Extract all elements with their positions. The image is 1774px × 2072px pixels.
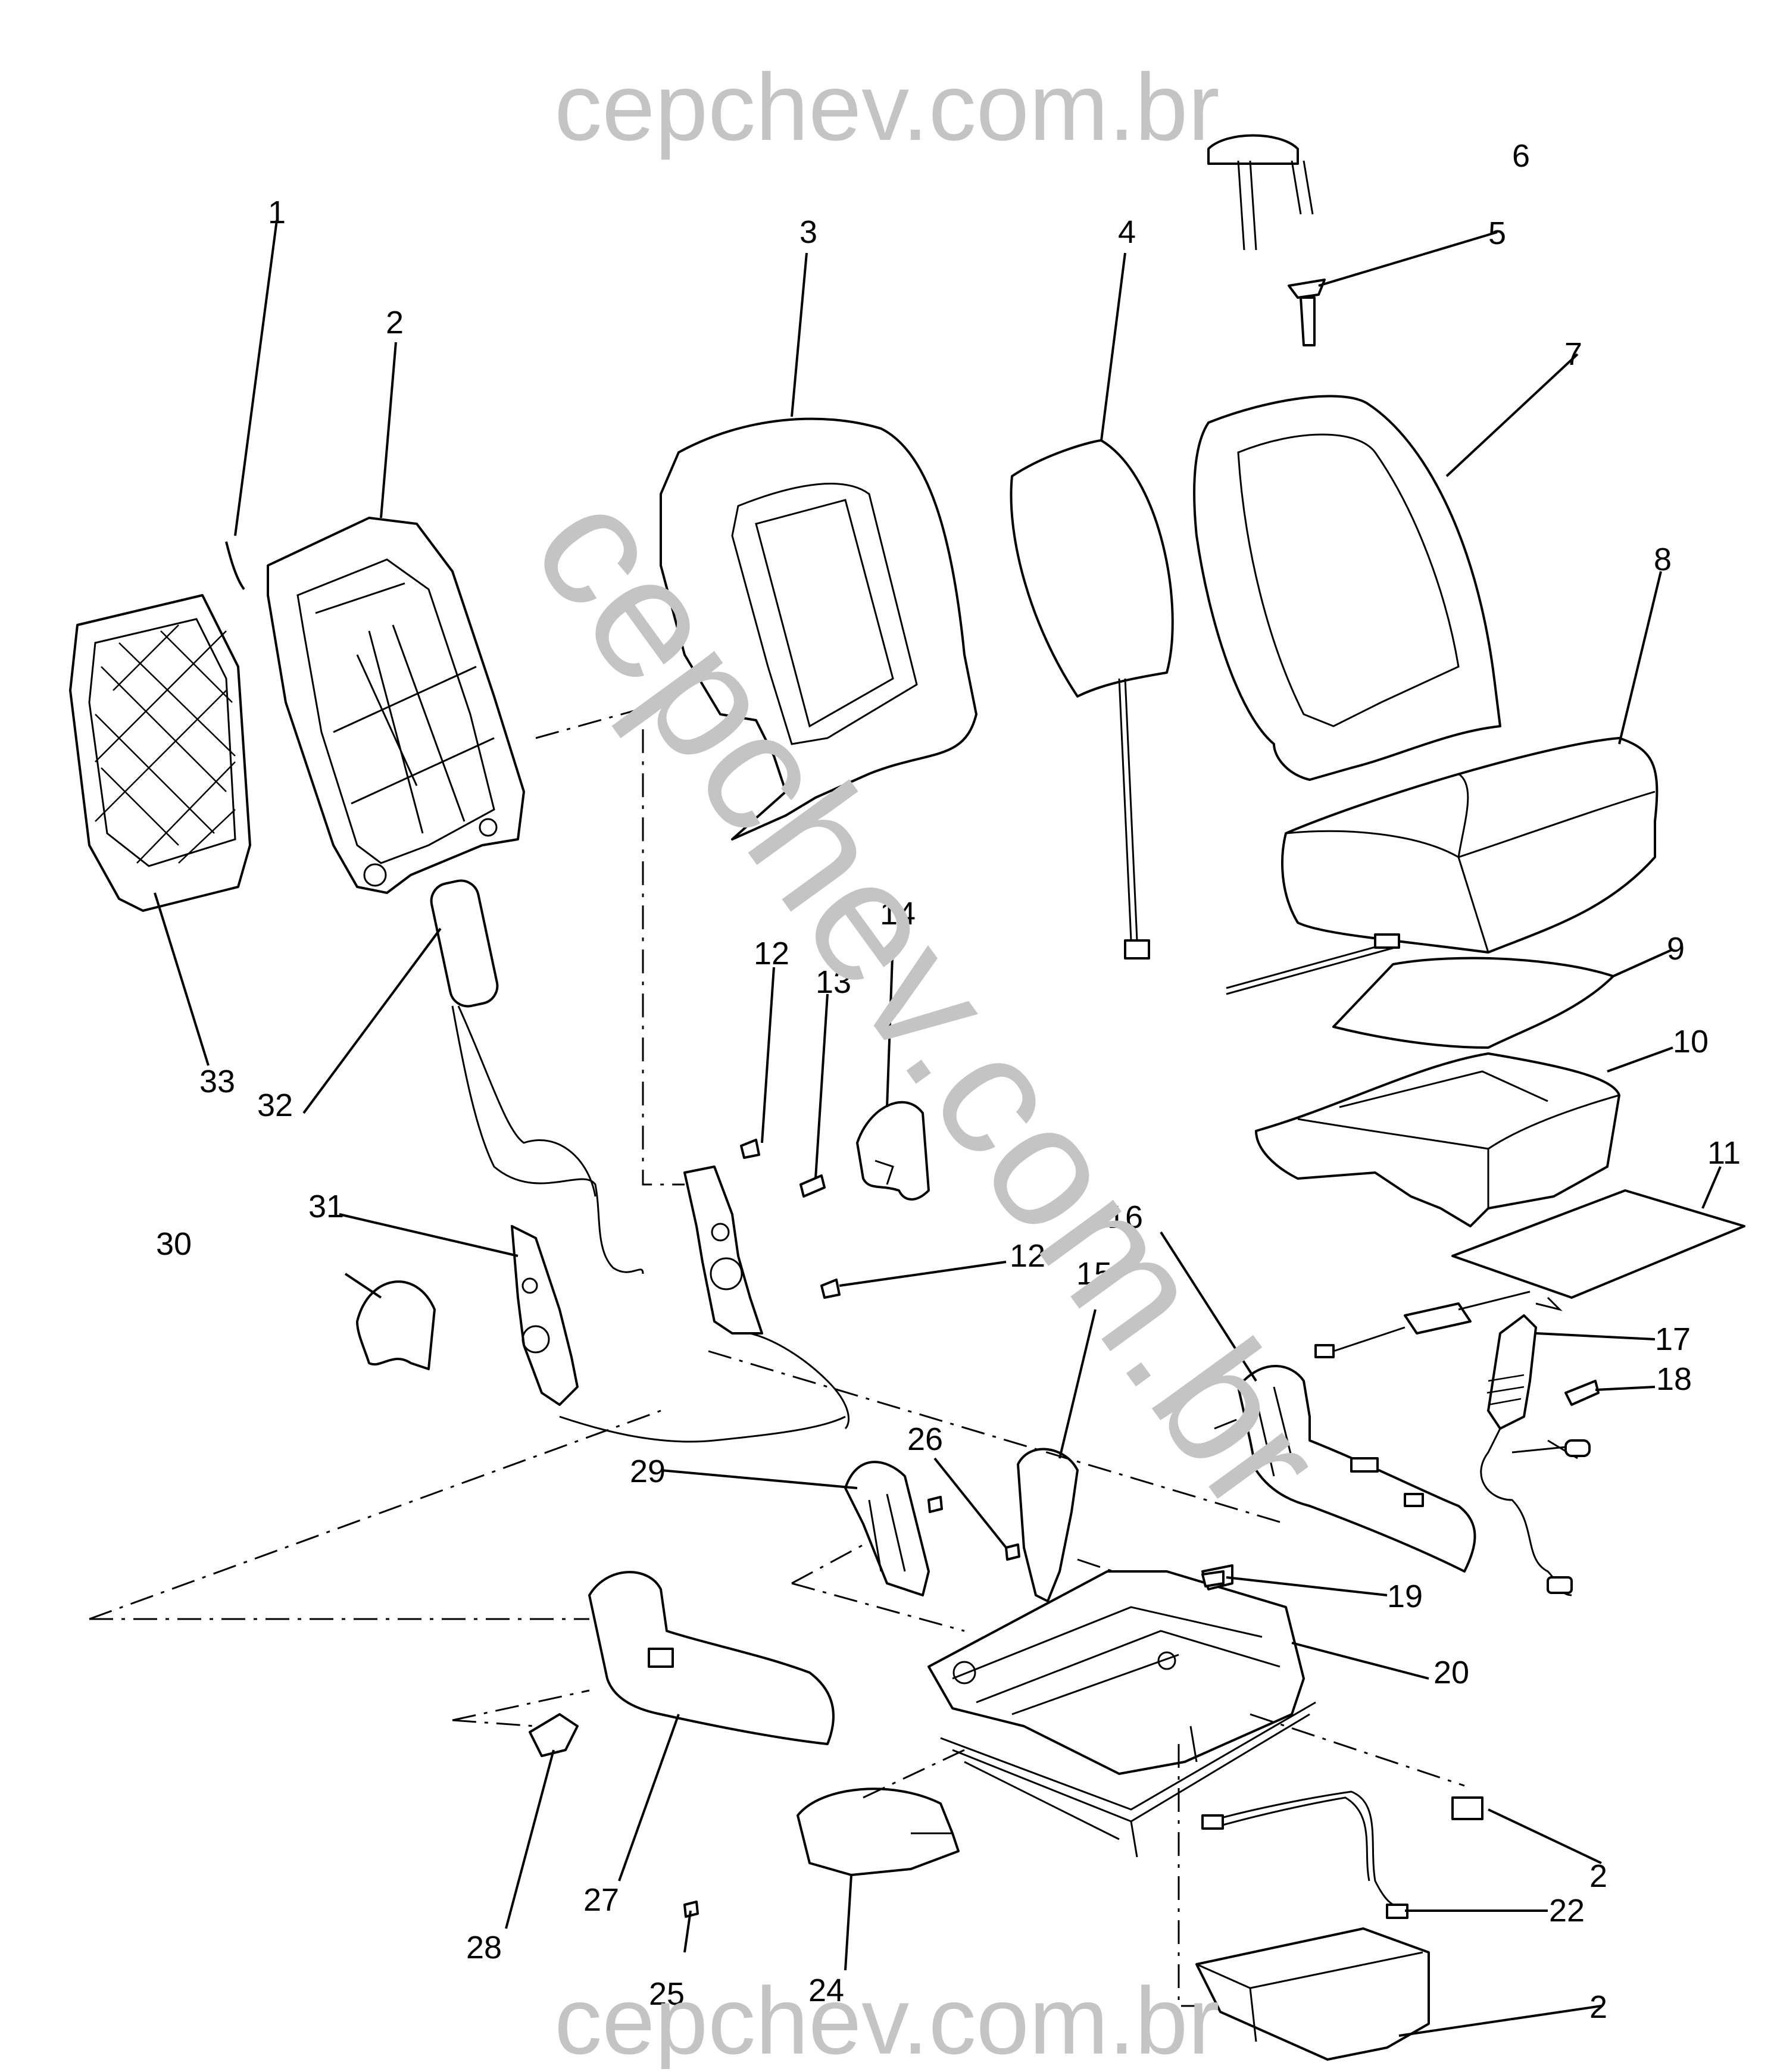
part-30-outboard-recliner-cover bbox=[356, 1280, 436, 1370]
callout-labels: 1 2 3 4 5 6 7 8 9 10 11 12 12 13 14 15 1… bbox=[156, 138, 1741, 2025]
callout-1: 1 bbox=[268, 195, 286, 230]
inboard-recliner-mechanism bbox=[683, 1165, 849, 1430]
callout-29: 29 bbox=[630, 1454, 666, 1489]
watermark-bottom: cepchev.com.br bbox=[554, 1967, 1220, 2069]
callout-27: 27 bbox=[583, 1882, 619, 1918]
part-25-screw bbox=[683, 1901, 699, 1918]
callout-15: 15 bbox=[1076, 1256, 1112, 1292]
part-12-bolt-lower bbox=[820, 1279, 841, 1299]
callout-12-lower: 12 bbox=[1010, 1238, 1045, 1274]
callout-30: 30 bbox=[156, 1226, 192, 1262]
callout-5: 5 bbox=[1488, 215, 1506, 251]
callout-20: 20 bbox=[1433, 1655, 1469, 1690]
callout-31: 31 bbox=[308, 1189, 344, 1224]
part-22-harness bbox=[1201, 1790, 1483, 1919]
watermarks: cepchev.com.br cepchev.com.br cepchev.co… bbox=[496, 54, 1361, 2072]
callout-24: 24 bbox=[808, 1973, 844, 2008]
part-8-seat-cushion-cover bbox=[1281, 737, 1659, 954]
leader-lines bbox=[154, 220, 1722, 2037]
part-7-seatback-cover bbox=[1193, 395, 1501, 781]
callout-7: 7 bbox=[1564, 336, 1582, 372]
part-6-headrest bbox=[1207, 134, 1314, 251]
callout-26: 26 bbox=[907, 1421, 943, 1457]
callout-6: 6 bbox=[1512, 138, 1530, 174]
part-24-front-trim bbox=[797, 1787, 960, 1876]
callout-9: 9 bbox=[1667, 931, 1685, 967]
callout-2: 2 bbox=[386, 305, 404, 340]
callout-12-upper: 12 bbox=[754, 936, 789, 971]
callout-19: 19 bbox=[1387, 1579, 1423, 1614]
part-17-belt-buckle bbox=[1480, 1314, 1591, 1596]
part-13-bolt bbox=[799, 1174, 826, 1198]
part-14-recliner-cover bbox=[856, 1101, 930, 1201]
callout-3: 3 bbox=[799, 214, 817, 250]
callout-23: 2 bbox=[1589, 1989, 1607, 2025]
callout-16: 16 bbox=[1107, 1199, 1143, 1235]
part-19-fastener bbox=[1201, 1570, 1225, 1587]
callout-14: 14 bbox=[880, 896, 916, 932]
callout-18: 18 bbox=[1656, 1361, 1692, 1397]
part-4-heater-pad bbox=[1010, 439, 1174, 960]
part-26-screw bbox=[927, 1496, 1020, 1561]
callout-10: 10 bbox=[1673, 1024, 1709, 1060]
part-29-bracket-cover bbox=[844, 1461, 930, 1596]
part-23-storage-tray bbox=[1195, 1927, 1430, 2061]
part-15-inner-cover bbox=[1017, 1448, 1079, 1602]
part-31-outboard-recliner bbox=[511, 1225, 846, 1443]
callout-11: 11 bbox=[1707, 1135, 1741, 1171]
part-20-seat-adjuster bbox=[927, 1564, 1316, 1858]
part-12-bolt-upper bbox=[740, 1139, 760, 1159]
callout-8: 8 bbox=[1654, 542, 1672, 577]
watermark-top: cepchev.com.br bbox=[554, 54, 1220, 160]
part-5-headrest-guide bbox=[1288, 279, 1326, 346]
part-27-side-shield bbox=[588, 1571, 835, 1745]
part-28-clip bbox=[529, 1713, 579, 1757]
callout-22: 22 bbox=[1549, 1893, 1585, 1929]
part-9-heater-mat bbox=[1226, 933, 1614, 1049]
assembly-lines bbox=[89, 707, 1465, 2007]
callout-21: 2 bbox=[1589, 1858, 1607, 1894]
callout-25: 25 bbox=[649, 1976, 685, 2012]
part-10-seat-cushion-foam bbox=[1255, 1052, 1620, 1227]
part-32-lumbar-assembly bbox=[430, 879, 644, 1274]
callout-17: 17 bbox=[1655, 1321, 1691, 1357]
callout-4: 4 bbox=[1118, 214, 1136, 250]
part-33-back-panel bbox=[69, 594, 251, 912]
callout-32: 32 bbox=[257, 1087, 293, 1123]
part-2-seatback-frame bbox=[267, 517, 525, 894]
callout-33: 33 bbox=[199, 1064, 235, 1099]
part-16-outboard-trim bbox=[1237, 1365, 1476, 1573]
part-18-bolt bbox=[1564, 1380, 1600, 1406]
part-11-sensor-mat bbox=[1314, 1189, 1745, 1358]
callout-28: 28 bbox=[466, 1930, 502, 1965]
callout-13: 13 bbox=[816, 964, 851, 1000]
part-3-seatback-foam bbox=[660, 417, 977, 840]
